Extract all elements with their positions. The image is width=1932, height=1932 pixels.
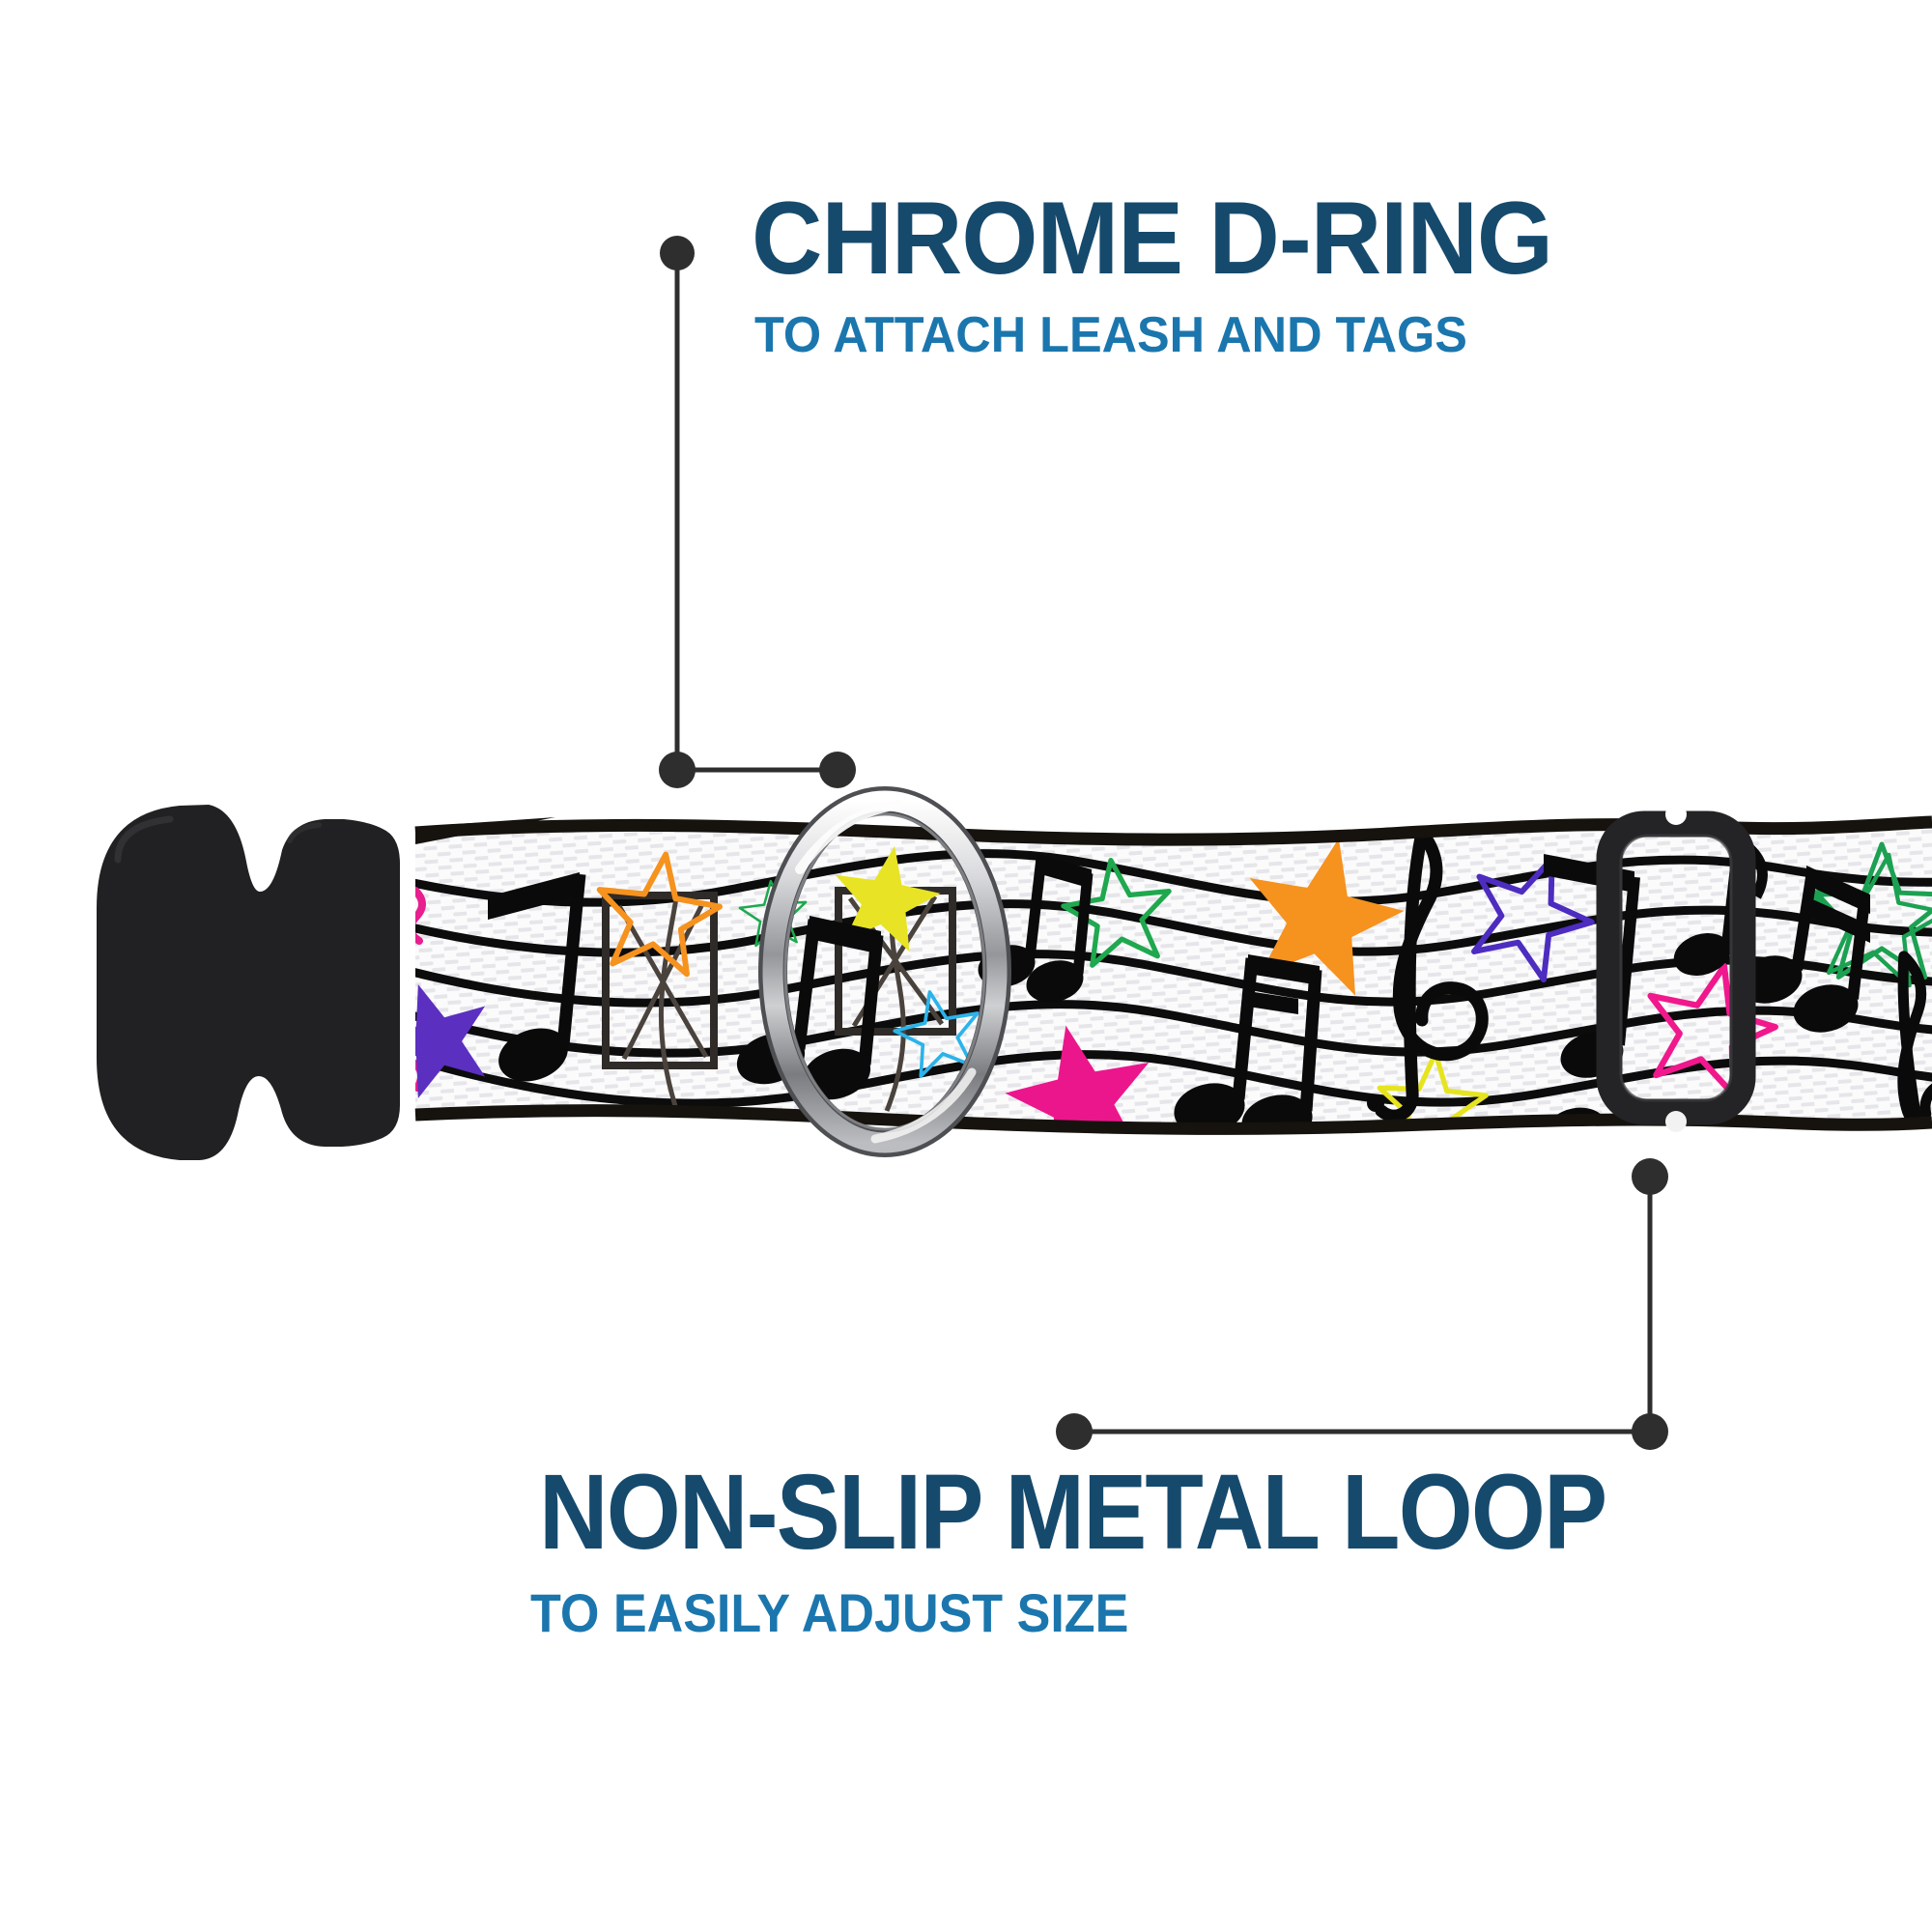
webbing-edges [414, 815, 1932, 1135]
leader-dot [659, 752, 696, 788]
buckle-highlight [114, 815, 174, 864]
buckle [97, 805, 400, 1160]
leader-bottom [1056, 1158, 1668, 1450]
leader-dot [1632, 1158, 1668, 1195]
leader-top [659, 236, 856, 788]
callout-metal-loop-subtitle: TO EASILY ADJUST SIZE [530, 1582, 1129, 1643]
treble-clef [1367, 826, 1932, 1129]
leader-dot [660, 236, 695, 270]
leader-dot [819, 752, 856, 788]
collar-webbing [414, 815, 1932, 1135]
callout-d-ring-subtitle: TO ATTACH LEASH AND TAGS [754, 307, 1467, 363]
leader-dot [1056, 1413, 1093, 1450]
callout-d-ring-title: CHROME D-RING [752, 180, 1553, 296]
callout-metal-loop-title: NON-SLIP METAL LOOP [539, 1453, 1607, 1572]
slider-loop [1596, 804, 1756, 1132]
d-ring [758, 786, 1011, 1157]
leader-dot [1632, 1413, 1668, 1450]
